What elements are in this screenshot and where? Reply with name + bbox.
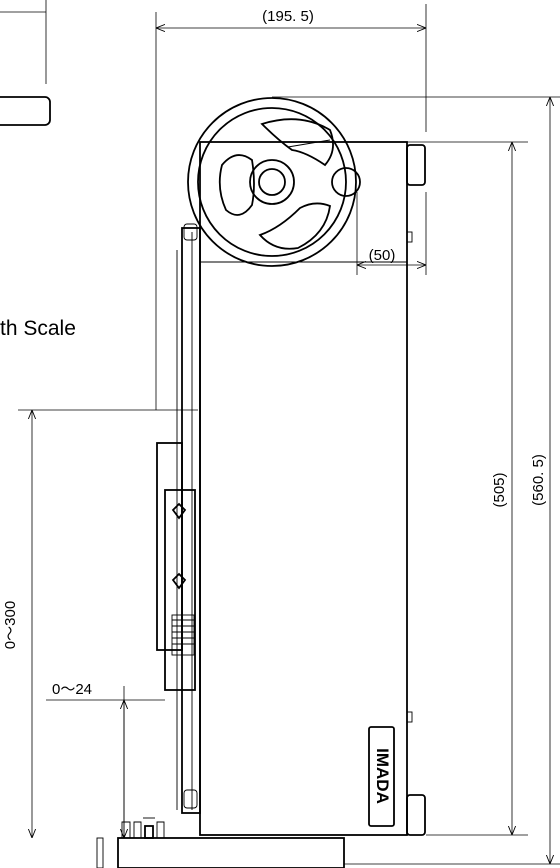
top-left-partial-frame — [0, 0, 47, 84]
side-knob-partial — [0, 96, 51, 126]
dim-stroke-range-label: 0～300 — [2, 601, 19, 649]
dim-overall-height — [272, 96, 560, 865]
dim-handle-offset — [356, 192, 427, 275]
handwheel-grip — [331, 167, 361, 197]
dim-overall-depth — [155, 4, 427, 411]
right-tab-upper — [406, 231, 413, 243]
logo-plate — [368, 726, 395, 827]
dim-body-height — [407, 141, 528, 836]
width-scale-label: th Scale — [0, 317, 76, 340]
bottom-right-knob — [406, 794, 426, 836]
right-tab-lower — [406, 711, 413, 723]
guide-rail — [176, 223, 201, 814]
dim-overall-depth-label: (195. 5) — [262, 8, 314, 25]
dim-handle-offset-label: (50) — [369, 247, 396, 264]
handwheel — [187, 97, 357, 267]
top-right-knob — [406, 144, 426, 186]
dim-sub-range — [46, 686, 165, 838]
brand-logo: IMADA — [373, 748, 392, 804]
dim-body-height-label: (505) — [491, 472, 508, 507]
grip-assembly — [156, 442, 196, 691]
dim-overall-height-label: (560. 5) — [530, 454, 547, 506]
base-plate — [96, 817, 345, 868]
dim-sub-range-label: 0～24 — [52, 681, 92, 698]
dim-stroke-range — [18, 409, 156, 838]
